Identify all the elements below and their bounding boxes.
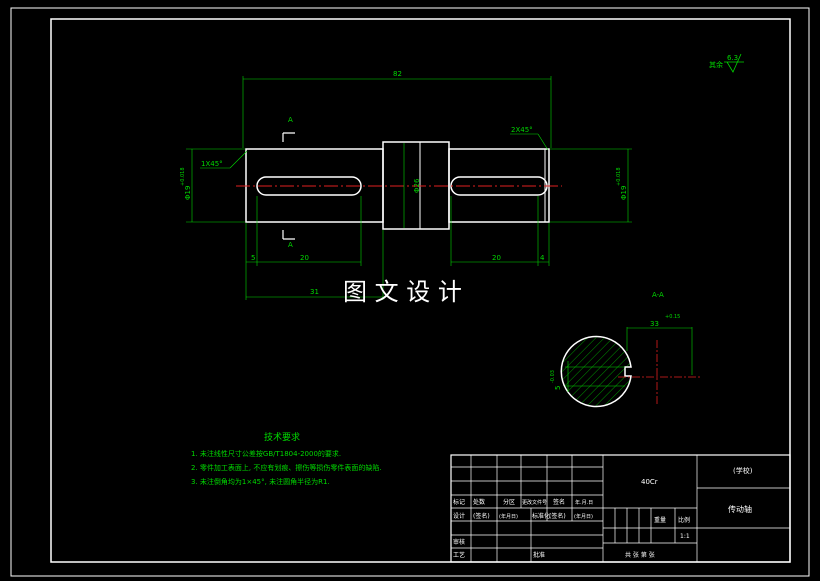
title-block-text: 40Cr (学校) 传动轴 重量 比例 1:1 共 张 第 张 标记 处数 分区… bbox=[453, 466, 753, 559]
tb-row1-col5: 签名 bbox=[553, 498, 565, 506]
tb-row2-col2: (签名) bbox=[473, 512, 490, 520]
section-dim-width-tol: +0.15 bbox=[665, 314, 680, 320]
roughness-value: 6.3 bbox=[727, 54, 738, 62]
title-block bbox=[450, 454, 791, 563]
dim-dia-mid: Φ26 bbox=[413, 178, 421, 193]
chamfer-left-label: 1X45° bbox=[201, 160, 223, 168]
tb-row1-col4: 更改文件号 bbox=[522, 499, 547, 506]
chamfer-right-label: 2X45° bbox=[511, 126, 533, 134]
watermark-text: 图 文 设 计 bbox=[343, 278, 462, 306]
tb-weight-label: 重量 bbox=[654, 516, 666, 524]
tb-row2-col4: 标准化 bbox=[532, 512, 550, 520]
tb-row1-col6: 年.月.日 bbox=[575, 499, 593, 506]
dim-dia-left: Φ19 bbox=[184, 186, 192, 200]
tb-school: (学校) bbox=[733, 466, 753, 475]
dim-dia-left-tol: +0.018 bbox=[180, 167, 186, 186]
tb-row1-col1: 标记 bbox=[453, 498, 465, 506]
tech-req-item-2: 2. 零件加工表面上, 不应有划痕、擦伤等损伤零件表面的缺陷. bbox=[191, 463, 382, 472]
dim-dia-right: Φ19 bbox=[620, 186, 628, 200]
tb-row2-col6: (年月日) bbox=[574, 513, 593, 520]
section-mark-top: A bbox=[288, 116, 293, 124]
tb-row1-col3: 分区 bbox=[503, 498, 515, 506]
tb-sheet-info: 共 张 第 张 bbox=[625, 551, 655, 559]
main-view: 82 1X45° 2X45° Φ19 +0.018 Φ19 +0.018 Φ26… bbox=[180, 70, 632, 300]
tech-req-title: 技术要求 bbox=[264, 431, 300, 443]
tb-part-name: 传动轴 bbox=[728, 504, 752, 514]
section-dim-key: 5 bbox=[554, 386, 562, 390]
tb-row1-col2: 处数 bbox=[473, 498, 485, 506]
section-dim-width: 33 bbox=[650, 320, 659, 328]
roughness-symbol: 其余 6.3 bbox=[709, 53, 744, 73]
tb-row3-col1: 审核 bbox=[453, 538, 465, 546]
dim-total-length: 82 bbox=[393, 70, 402, 78]
tb-scale-label: 比例 bbox=[678, 516, 690, 524]
dim-5: 5 bbox=[251, 254, 255, 262]
tb-material: 40Cr bbox=[641, 478, 658, 486]
tb-row2-col3: (年月日) bbox=[499, 513, 518, 520]
keyway-left bbox=[256, 176, 362, 196]
roughness-label: 其余 bbox=[709, 60, 723, 69]
dim-20-right: 20 bbox=[492, 254, 501, 262]
section-view: A-A 33 +0.15 5 -0.03 bbox=[550, 291, 700, 408]
dim-31: 31 bbox=[310, 288, 319, 296]
section-mark-bottom: A bbox=[288, 241, 293, 249]
tech-req-item-3: 3. 未注倒角均为1×45°, 未注圆角半径为R1. bbox=[191, 477, 330, 486]
section-hatch bbox=[560, 335, 632, 408]
dim-dia-right-tol: +0.018 bbox=[616, 167, 622, 186]
tb-row4-col4: 批准 bbox=[533, 551, 545, 559]
dim-20-left: 20 bbox=[300, 254, 309, 262]
dim-4: 4 bbox=[540, 254, 545, 262]
tb-row4-col1: 工艺 bbox=[453, 551, 465, 559]
tb-row2-col1: 设计 bbox=[453, 512, 465, 520]
outer-frame bbox=[10, 7, 810, 577]
tb-row2-col5: (签名) bbox=[549, 512, 566, 520]
section-dim-key-tol: -0.03 bbox=[550, 370, 556, 383]
tb-scale: 1:1 bbox=[680, 533, 690, 540]
tech-req-item-1: 1. 未注线性尺寸公差按GB/T1804-2000的要求. bbox=[191, 449, 341, 458]
inner-frame bbox=[50, 18, 791, 563]
tech-requirements: 技术要求 1. 未注线性尺寸公差按GB/T1804-2000的要求. 2. 零件… bbox=[191, 431, 382, 486]
section-title: A-A bbox=[652, 291, 664, 299]
